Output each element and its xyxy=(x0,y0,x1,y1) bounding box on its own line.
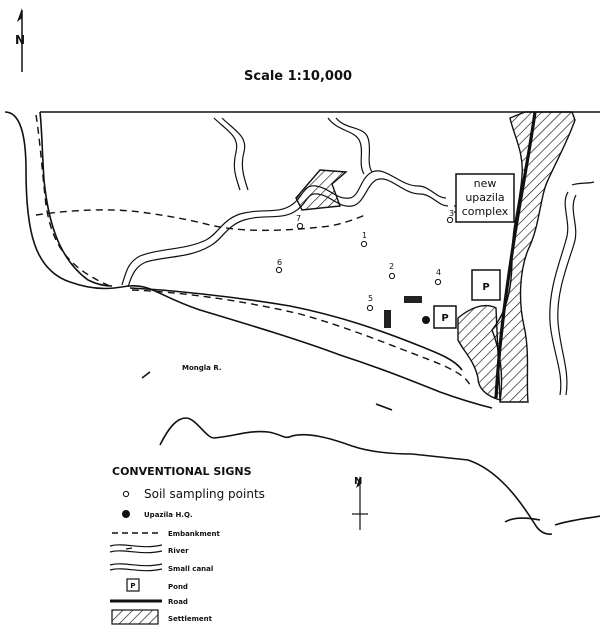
sampling-point-2: 2 xyxy=(388,262,396,280)
legend-label-embankment: Embankment xyxy=(168,530,220,538)
river-name: Mongla R. xyxy=(182,364,222,372)
main-river xyxy=(4,111,600,535)
sampling-point-4: 4 xyxy=(434,268,442,286)
complex-label-line-2: upazila xyxy=(465,191,504,204)
complex-label-line-1: new xyxy=(474,177,497,190)
sampling-point-number: 3 xyxy=(449,209,454,218)
legend-label-river: River xyxy=(168,547,189,555)
legend-label-settlement: Settlement xyxy=(168,615,213,623)
north-arrow-icon: N xyxy=(15,8,25,72)
pond-label: P xyxy=(482,282,489,293)
sampling-point-number: 7 xyxy=(296,214,301,223)
upazila-complex-box: new upazila complex xyxy=(455,173,515,223)
sampling-point-3: 3 xyxy=(446,209,454,224)
pond: P xyxy=(471,269,501,301)
pond-icon xyxy=(126,578,140,592)
sampling-point-number: 6 xyxy=(277,258,282,267)
scale-label: Scale 1:10,000 xyxy=(244,69,352,84)
embankment xyxy=(35,114,471,386)
legend-label-pond: Pond xyxy=(168,583,188,591)
small-canal-icon xyxy=(109,563,163,572)
legend-title: CONVENTIONAL SIGNS xyxy=(112,465,252,478)
settlements xyxy=(295,111,576,403)
legend-label-soil: Soil sampling points xyxy=(144,487,265,501)
settlement-icon xyxy=(111,609,159,625)
pond-label: P xyxy=(441,313,448,324)
river-icon xyxy=(109,544,163,554)
north-label: N xyxy=(15,33,25,47)
legend-label-hq: Upazila H.Q. xyxy=(144,511,193,519)
upazila-hq-icon xyxy=(122,510,130,518)
sampling-point-number: 5 xyxy=(368,294,373,303)
side-canal xyxy=(549,181,595,396)
sampling-point-number: 2 xyxy=(389,262,394,271)
building xyxy=(384,310,391,328)
legend-pond-symbol: P xyxy=(130,582,135,590)
legend: CONVENTIONAL SIGNS Soil sampling points … xyxy=(109,465,265,625)
sampling-point-number: 1 xyxy=(362,231,367,240)
legend-north-label: N xyxy=(354,476,362,487)
legend-north-arrow-icon: N xyxy=(352,476,368,530)
sampling-point-5: 5 xyxy=(366,294,374,312)
legend-label-canal: Small canal xyxy=(168,565,213,573)
sampling-point-1: 1 xyxy=(360,231,368,248)
complex-label-line-3: complex xyxy=(462,205,509,218)
legend-label-road: Road xyxy=(168,598,188,606)
sampling-point-7: 7 xyxy=(296,214,304,230)
soil-sample-icon xyxy=(122,490,130,498)
upazila-hq-icon xyxy=(422,316,430,324)
road xyxy=(494,111,537,399)
sampling-point-number: 4 xyxy=(436,268,441,277)
pond: P xyxy=(433,305,457,329)
building xyxy=(404,296,422,303)
sampling-point-6: 6 xyxy=(275,258,283,274)
